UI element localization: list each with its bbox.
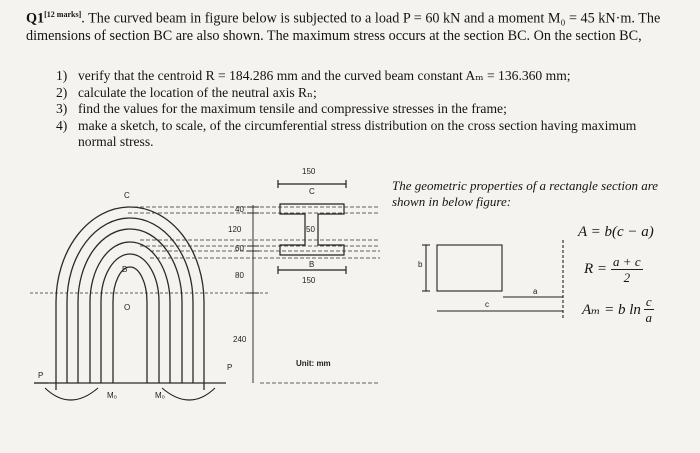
frame-labels: C B O P P M₀ M₀ 40 120 60 80 240 — [38, 191, 247, 400]
question-number: Q1 — [26, 10, 45, 27]
label-b: B — [122, 265, 127, 274]
dim-120: 120 — [228, 225, 242, 234]
rectangle-section — [422, 240, 564, 318]
label-c: C — [124, 191, 130, 200]
section-labels: 150 C 50 B 150 Unit: mm — [296, 167, 331, 368]
dimension-lines — [247, 205, 259, 383]
label-c-rect: c — [485, 300, 489, 309]
task-item-3: 3)find the values for the maximum tensil… — [56, 101, 507, 116]
task-item-4: 4)make a sketch, to scale, of the circum… — [56, 117, 637, 150]
moment-arrows — [34, 382, 216, 401]
formula-area: A = b(c − a) — [578, 224, 654, 240]
label-a-rect: a — [533, 287, 538, 296]
formula-am: Aₘ = b ln c a — [582, 294, 654, 325]
curved-frame — [34, 206, 226, 390]
question-text: Q1[12 marks]. The curved beam in figure … — [26, 6, 686, 45]
label-b-section: B — [309, 260, 314, 269]
question-intro: . The curved beam in figure below is sub… — [26, 10, 661, 44]
task-item-1: 1)verify that the centroid R = 184.286 m… — [56, 68, 571, 83]
dim-150-top: 150 — [302, 167, 316, 176]
i-section — [277, 180, 347, 274]
task-list: 1)verify that the centroid R = 184.286 m… — [56, 68, 676, 151]
dim-40: 40 — [235, 205, 244, 214]
label-m0-right: M₀ — [155, 391, 165, 400]
label-p-left: P — [38, 371, 43, 380]
label-p-right: P — [227, 363, 232, 372]
dim-80: 80 — [235, 271, 244, 280]
label-o: O — [124, 303, 130, 312]
section-lines — [30, 206, 380, 384]
dim-60: 60 — [235, 244, 244, 253]
label-c-section: C — [309, 187, 315, 196]
label-m0-left: M₀ — [107, 391, 117, 400]
label-b-rect: b — [418, 260, 423, 269]
question-marks: [12 marks] — [44, 10, 82, 19]
dim-150-bottom: 150 — [302, 276, 316, 285]
dim-240: 240 — [233, 335, 247, 344]
task-item-2: 2)calculate the location of the neutral … — [56, 84, 317, 100]
rectangle-labels: b c a — [418, 260, 538, 309]
properties-text: The geometric properties of a rectangle … — [392, 178, 659, 209]
formula-centroid: R = a + c 2 — [584, 254, 643, 285]
dim-50: 50 — [306, 225, 315, 234]
units-label: Unit: mm — [296, 359, 331, 368]
